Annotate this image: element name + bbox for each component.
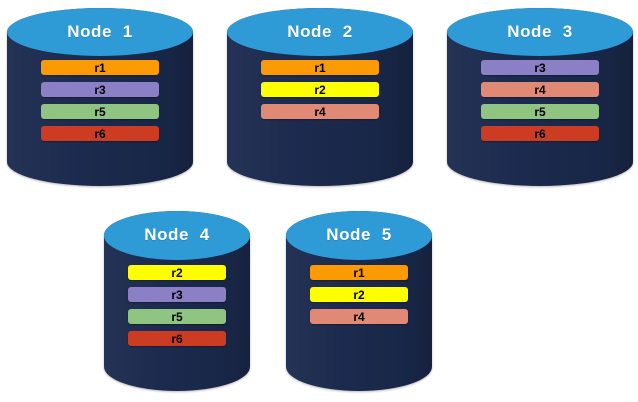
record-bar[interactable]: r1 (41, 60, 159, 75)
record-bar[interactable]: r4 (481, 82, 599, 97)
record-bar[interactable]: r2 (261, 82, 379, 97)
node-title: Node 5 (326, 225, 392, 245)
record-bar[interactable]: r6 (481, 126, 599, 141)
record-list: r1 r2 r4 (286, 265, 432, 324)
record-bar[interactable]: r1 (310, 265, 408, 280)
database-node-1[interactable]: Node 1 r1 r3 r5 r6 (7, 8, 193, 186)
cylinder-top-ellipse: Node 1 (7, 8, 193, 57)
record-bar[interactable]: r3 (41, 82, 159, 97)
node-title: Node 1 (67, 22, 133, 42)
database-node-4[interactable]: Node 4 r2 r3 r5 r6 (104, 211, 250, 391)
record-bar[interactable]: r2 (128, 265, 226, 280)
record-list: r3 r4 r5 r6 (447, 60, 633, 141)
record-bar[interactable]: r5 (481, 104, 599, 119)
cylinder-top-ellipse: Node 3 (447, 8, 633, 57)
node-title: Node 3 (507, 22, 573, 42)
cylinder-top-ellipse: Node 5 (286, 211, 432, 260)
record-bar[interactable]: r2 (310, 287, 408, 302)
record-bar[interactable]: r4 (310, 309, 408, 324)
record-bar[interactable]: r6 (128, 331, 226, 346)
record-list: r1 r2 r4 (227, 60, 413, 119)
record-bar[interactable]: r3 (481, 60, 599, 75)
record-bar[interactable]: r6 (41, 126, 159, 141)
database-node-5[interactable]: Node 5 r1 r2 r4 (286, 211, 432, 391)
node-title: Node 4 (144, 225, 210, 245)
record-bar[interactable]: r5 (41, 104, 159, 119)
record-bar[interactable]: r4 (261, 104, 379, 119)
node-title: Node 2 (287, 22, 353, 42)
record-bar[interactable]: r5 (128, 309, 226, 324)
database-node-3[interactable]: Node 3 r3 r4 r5 r6 (447, 8, 633, 186)
record-bar[interactable]: r3 (128, 287, 226, 302)
database-node-2[interactable]: Node 2 r1 r2 r4 (227, 8, 413, 186)
record-bar[interactable]: r1 (261, 60, 379, 75)
record-list: r2 r3 r5 r6 (104, 265, 250, 346)
cylinder-top-ellipse: Node 4 (104, 211, 250, 260)
record-list: r1 r3 r5 r6 (7, 60, 193, 141)
cylinder-top-ellipse: Node 2 (227, 8, 413, 57)
